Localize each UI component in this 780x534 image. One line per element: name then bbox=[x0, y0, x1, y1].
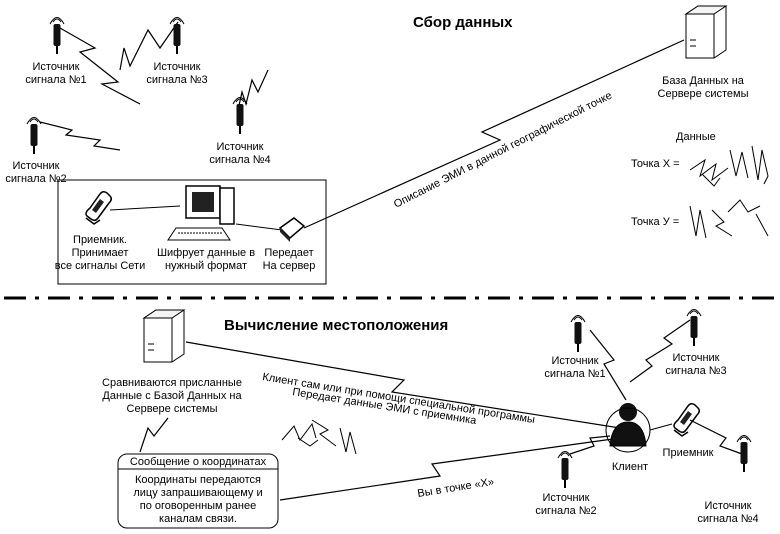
client-server-link bbox=[185, 341, 621, 429]
antenna-icon bbox=[49, 16, 65, 55]
location-title: Вычисление местоположения bbox=[224, 317, 448, 334]
link-line bbox=[235, 223, 283, 231]
phone-icon bbox=[673, 402, 701, 437]
receiver-label: все сигналы Сети bbox=[55, 260, 146, 272]
location-source-1: Источник сигнала №1 bbox=[544, 314, 606, 380]
location-source-3: Источник сигнала №3 bbox=[665, 308, 727, 377]
antenna-icon bbox=[686, 308, 702, 347]
source-label: Источник bbox=[543, 492, 590, 504]
result-link bbox=[279, 437, 621, 501]
location-source-4: Источник сигнала №4 bbox=[697, 434, 759, 525]
collection-source-1: Источник сигнала №1 bbox=[25, 16, 87, 86]
point-y-label: Точка У = bbox=[631, 216, 679, 228]
coordinates-message-box bbox=[117, 453, 279, 529]
user-icon bbox=[619, 403, 637, 421]
encoder-computer: Шифрует данные в нужный формат bbox=[157, 185, 255, 272]
source-label: сигнала №2 bbox=[5, 173, 66, 185]
receiver-device: Приемник. Принимает все сигналы Сети bbox=[55, 190, 146, 272]
source-label: Источник bbox=[552, 355, 599, 367]
client-figure: Клиент bbox=[605, 403, 651, 473]
emi-signal-glyph bbox=[281, 419, 357, 455]
source-label: сигнала №1 bbox=[25, 74, 86, 86]
collection-database: База Данных на Сервере системы bbox=[658, 5, 749, 100]
emi-label: Описание ЭМИ в данной географической точ… bbox=[392, 90, 614, 211]
antenna-icon bbox=[570, 314, 586, 353]
client-receiver: Приемник bbox=[663, 402, 714, 459]
antenna-icon bbox=[557, 450, 573, 489]
encoder-label: нужный формат bbox=[165, 260, 247, 272]
message-heading: Сообщение о координатах bbox=[130, 456, 267, 468]
point-x-signal-glyph bbox=[689, 145, 769, 187]
database-label: Сервере системы bbox=[658, 88, 749, 100]
server-icon bbox=[143, 309, 185, 363]
antenna-icon bbox=[736, 434, 752, 473]
source-label: сигнала №3 bbox=[146, 74, 207, 86]
receiver-label: Принимает bbox=[72, 247, 129, 259]
source-label: сигнала №4 bbox=[697, 513, 758, 525]
receiver-label: Приемник. bbox=[73, 234, 127, 246]
collection-source-2: Источник сигнала №2 bbox=[5, 116, 67, 185]
source-label: Источник bbox=[673, 352, 720, 364]
source-label: Источник bbox=[13, 160, 60, 172]
emi-transmission-line bbox=[303, 39, 685, 229]
collection-title: Сбор данных bbox=[413, 14, 513, 31]
receiver-label: Приемник bbox=[663, 447, 714, 459]
server-message-link bbox=[139, 417, 169, 453]
server-note: Сервере системы bbox=[127, 403, 218, 415]
collection-source-4: Источник сигнала №4 bbox=[209, 96, 271, 166]
source-label: сигнала №1 bbox=[544, 368, 605, 380]
source-label: Источник bbox=[217, 141, 264, 153]
server-note: Сравниваются присланные bbox=[102, 377, 242, 389]
collection-source-3: Источник сигнала №3 bbox=[146, 16, 208, 86]
data-heading: Данные bbox=[676, 131, 716, 143]
source-label: сигнала №3 bbox=[665, 365, 726, 377]
encoder-label: Шифрует данные в bbox=[157, 247, 255, 259]
client-label: Клиент bbox=[612, 461, 648, 473]
receiver-station-box bbox=[57, 179, 327, 285]
source-label: Источник bbox=[154, 61, 201, 73]
message-text: лицу запрашивающему и bbox=[133, 487, 262, 499]
signal-waves-top bbox=[39, 21, 269, 151]
message-text: Координаты передаются bbox=[135, 474, 261, 486]
source-label: Источник bbox=[33, 61, 80, 73]
antenna-icon bbox=[26, 116, 42, 155]
source-label: Источник bbox=[705, 500, 752, 512]
database-label: База Данных на bbox=[662, 75, 745, 87]
signal-waves-bottom bbox=[569, 319, 743, 455]
message-text: каналам связи. bbox=[159, 513, 237, 525]
link-line bbox=[649, 423, 673, 431]
sender-modem: Передает На сервер bbox=[263, 217, 316, 272]
source-label: сигнала №2 bbox=[535, 505, 596, 517]
point-y-signal-glyph bbox=[689, 199, 769, 239]
source-label: сигнала №4 bbox=[209, 154, 270, 166]
phone-icon bbox=[85, 190, 113, 225]
server-icon bbox=[685, 5, 727, 59]
sender-label: На сервер bbox=[263, 260, 316, 272]
message-text: по оговоренным ранее bbox=[140, 500, 256, 512]
sender-label: Передает bbox=[264, 247, 313, 259]
computer-icon bbox=[185, 185, 221, 219]
result-label: Вы в точке «Х» bbox=[417, 476, 495, 500]
location-source-2: Источник сигнала №2 bbox=[535, 450, 597, 517]
location-server: Сравниваются присланные Данные с Базой Д… bbox=[102, 309, 242, 415]
link-line bbox=[109, 205, 181, 211]
point-x-label: Точка X = bbox=[631, 158, 680, 170]
server-note: Данные с Базой Данных на bbox=[102, 390, 242, 402]
